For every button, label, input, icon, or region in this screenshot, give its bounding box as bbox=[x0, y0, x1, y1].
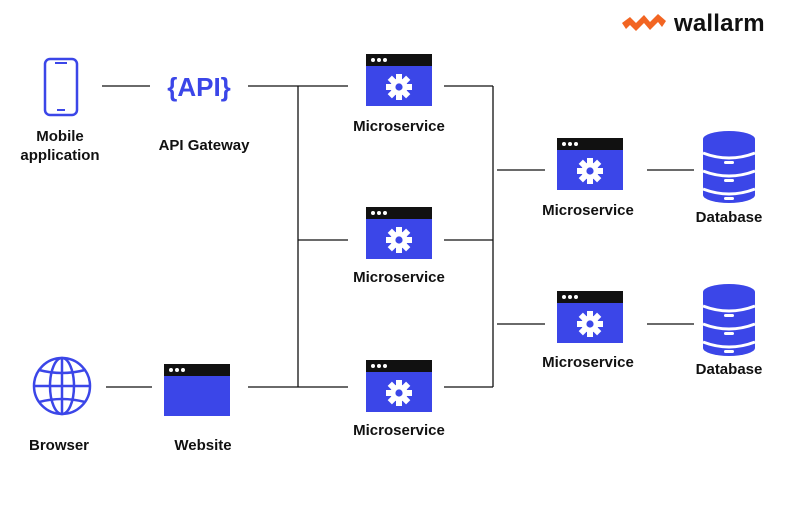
microservice-1-icon bbox=[366, 54, 432, 106]
microservice-4-label: Microservice bbox=[542, 202, 634, 219]
browser-label: Browser bbox=[28, 437, 90, 454]
mobile-label-line1: Mobile bbox=[36, 128, 84, 145]
mobile-label-line2: application bbox=[20, 147, 100, 164]
connectors bbox=[102, 85, 694, 388]
microservice-4-icon bbox=[557, 138, 623, 190]
api-gateway-label: API Gateway bbox=[158, 137, 250, 154]
website-label: Website bbox=[174, 437, 232, 454]
microservice-2-icon bbox=[366, 207, 432, 259]
api-braces-icon: {API} bbox=[167, 72, 231, 102]
microservice-5-icon bbox=[557, 291, 623, 343]
microservice-5-label: Microservice bbox=[542, 354, 634, 371]
smartphone-icon bbox=[43, 57, 79, 117]
wallarm-logo: wallarm bbox=[622, 6, 765, 42]
microservice-2-label: Microservice bbox=[353, 269, 445, 286]
api-icon-text: {API} bbox=[167, 72, 231, 102]
globe-icon bbox=[32, 356, 92, 416]
microservice-3-icon bbox=[366, 360, 432, 412]
database-1-label: Database bbox=[695, 209, 763, 226]
database-2-label: Database bbox=[695, 361, 763, 378]
browser-window-icon bbox=[164, 364, 230, 416]
microservice-3-label: Microservice bbox=[353, 422, 445, 439]
wallarm-logo-text: wallarm bbox=[674, 10, 765, 37]
database-1-icon bbox=[701, 129, 757, 205]
mobile-application-label: Mobile application bbox=[10, 127, 110, 165]
wallarm-logo-icon bbox=[622, 14, 666, 31]
microservice-1-label: Microservice bbox=[353, 118, 445, 135]
database-2-icon bbox=[701, 282, 757, 358]
